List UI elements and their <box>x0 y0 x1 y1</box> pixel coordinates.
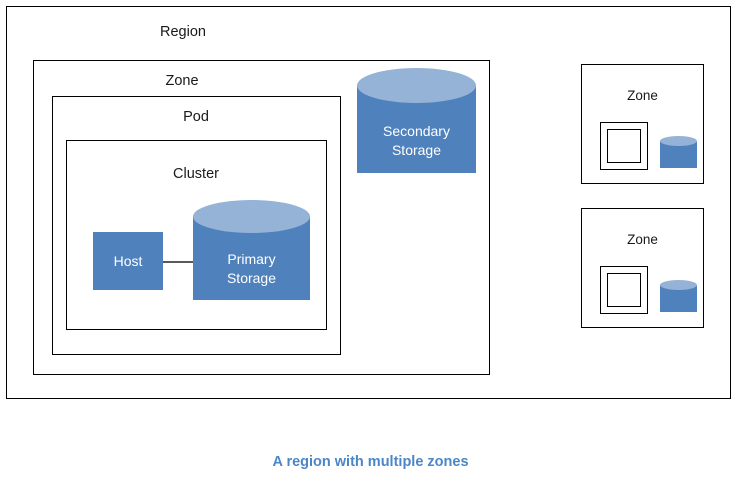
secondary-storage-line1: Secondary <box>383 123 450 139</box>
primary-storage-cylinder: Primary Storage <box>193 200 310 316</box>
pod-box-side-2 <box>600 266 648 314</box>
pod-box <box>52 96 341 355</box>
cylinder-bottom <box>660 302 697 312</box>
cylinder-bottom <box>357 139 476 173</box>
pod-label: Pod <box>183 109 209 125</box>
cylinder-top <box>193 200 310 233</box>
zone-box-side-1 <box>581 64 704 184</box>
zone-box-side-2 <box>581 208 704 328</box>
cluster-label: Cluster <box>173 166 219 182</box>
cluster-box <box>66 140 327 330</box>
zone-box-main <box>33 60 490 375</box>
storage-cylinder-side-2 <box>660 280 697 317</box>
secondary-storage-line2: Storage <box>391 141 442 158</box>
region-label: Region <box>160 24 206 40</box>
zone-label-side-1: Zone <box>627 88 658 103</box>
cylinder-top <box>660 280 697 290</box>
secondary-storage-cylinder: Secondary Storage <box>357 68 476 190</box>
host-box: Host <box>93 232 163 290</box>
cylinder-bottom <box>660 158 697 168</box>
zone-label-main: Zone <box>165 73 199 89</box>
cylinder-top <box>660 136 697 146</box>
primary-storage-line2: Storage <box>226 269 277 286</box>
primary-storage-line1: Primary <box>227 251 276 267</box>
diagram-caption: A region with multiple zones <box>272 454 469 470</box>
secondary-storage-label: Secondary Storage <box>357 122 476 160</box>
cylinder-top <box>357 68 476 103</box>
pod-box-side-1 <box>600 122 648 170</box>
host-label: Host <box>113 253 143 269</box>
primary-storage-label: Primary Storage <box>193 250 310 288</box>
cylinder-bottom <box>193 268 310 300</box>
cluster-box-side-2 <box>607 273 641 307</box>
zone-label-side-2: Zone <box>627 232 658 247</box>
cluster-box-side-1 <box>607 129 641 163</box>
host-storage-connector <box>163 261 199 263</box>
region-box <box>6 6 731 399</box>
storage-cylinder-side-1 <box>660 136 697 173</box>
